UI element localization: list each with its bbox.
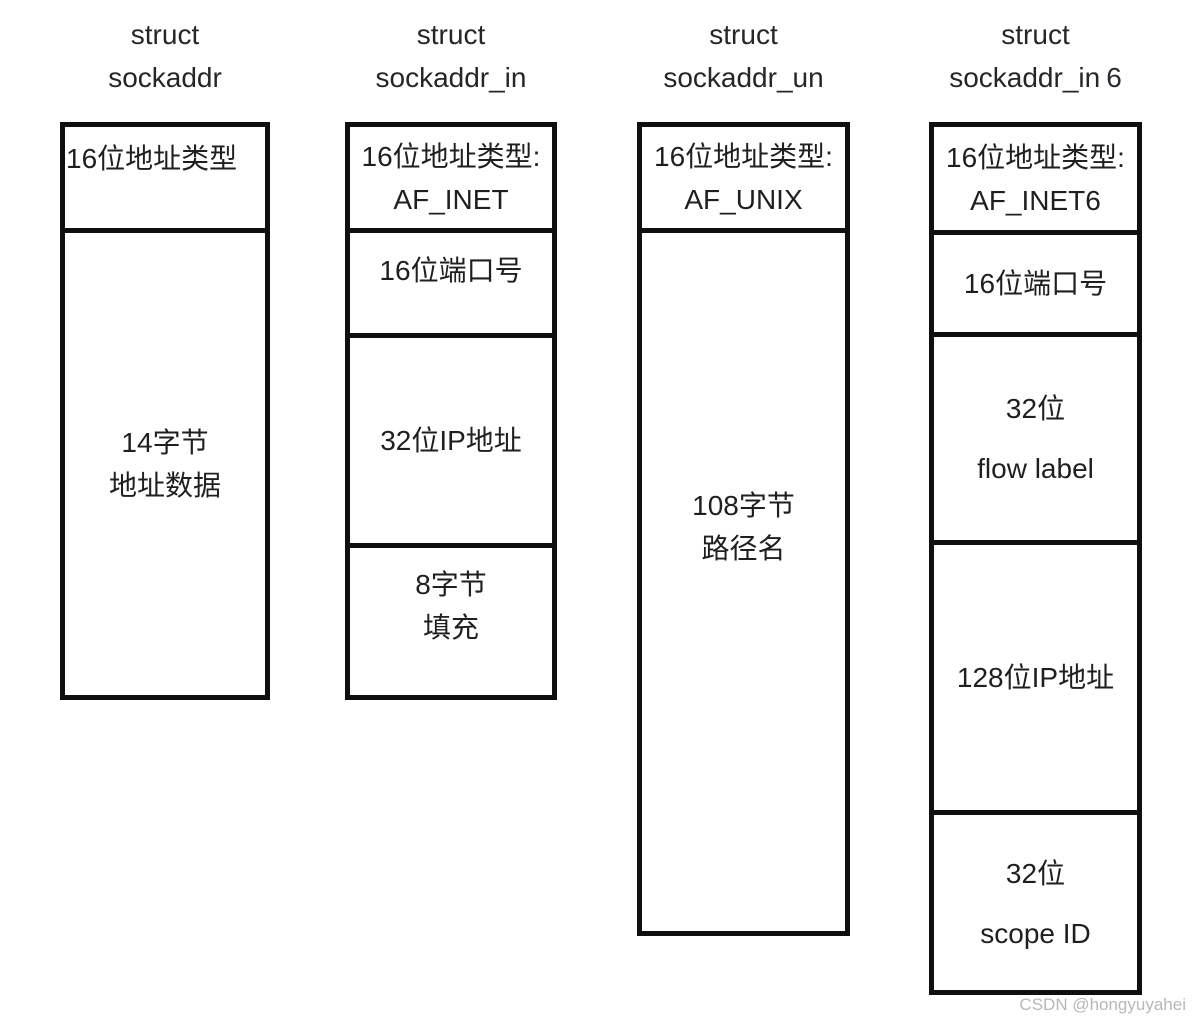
title-line: sockaddr_in bbox=[375, 62, 527, 93]
field-label: 108字节 bbox=[692, 490, 795, 521]
field-label: 16位地址类型: bbox=[361, 140, 541, 172]
struct-box-sockaddr-in: 16位地址类型: AF_INET 16位端口号 32位IP地址 8字节 填充 bbox=[345, 122, 557, 700]
column-title-struct-sockaddr: struct sockaddr bbox=[60, 13, 270, 99]
field-label: 32位IP地址 bbox=[380, 425, 522, 456]
title-line: struct bbox=[416, 19, 486, 50]
field-label: AF_INET bbox=[393, 183, 509, 215]
title-line: sockaddr_un bbox=[663, 62, 824, 93]
field-label: scope ID bbox=[980, 917, 1091, 949]
title-line: struct bbox=[130, 19, 200, 50]
title-line: struct bbox=[709, 19, 778, 50]
field-cell-ip-address: 32位IP地址 bbox=[350, 333, 552, 543]
field-cell-padding: 8字节 填充 bbox=[350, 543, 552, 695]
field-label: 16位端口号 bbox=[379, 254, 523, 286]
field-label: 14字节 bbox=[121, 427, 209, 458]
field-label: 地址数据 bbox=[108, 470, 221, 501]
struct-box-sockaddr-un: 16位地址类型: AF_UNIX 108字节 路径名 bbox=[637, 122, 850, 936]
field-label: 16位端口号 bbox=[963, 268, 1108, 299]
title-line: struct bbox=[1001, 19, 1070, 50]
field-cell-address-family: 16位地址类型 bbox=[65, 127, 265, 228]
field-cell-address-family: 16位地址类型: AF_INET bbox=[350, 127, 552, 228]
field-label: 16位地址类型: bbox=[946, 141, 1125, 173]
csdn-watermark: CSDN @hongyuyahei bbox=[1019, 995, 1186, 1014]
field-label: 32位 bbox=[1005, 392, 1066, 424]
field-label: 路径名 bbox=[701, 533, 786, 564]
field-cell-address-family: 16位地址类型: AF_INET6 bbox=[934, 127, 1137, 230]
field-cell-port: 16位端口号 bbox=[350, 228, 552, 333]
column-title-struct-sockaddr-un: struct sockaddr_un bbox=[637, 13, 850, 99]
field-label: 8字节 bbox=[415, 568, 487, 600]
struct-box-sockaddr: 16位地址类型 14字节 地址数据 bbox=[60, 122, 270, 700]
column-title-struct-sockaddr-in: struct sockaddr_in bbox=[345, 13, 557, 99]
field-label: 16位地址类型: bbox=[654, 140, 833, 172]
field-label: 16位地址类型 bbox=[66, 143, 238, 174]
title-suffix-6: 6 bbox=[1106, 62, 1122, 93]
struct-box-sockaddr-in6: 16位地址类型: AF_INET6 16位端口号 32位 flow label … bbox=[929, 122, 1142, 995]
title-text: sockaddr_in bbox=[949, 62, 1101, 93]
field-cell-pathname: 108字节 路径名 bbox=[642, 228, 845, 931]
field-label: flow label bbox=[977, 452, 1094, 484]
field-label: AF_UNIX bbox=[684, 183, 803, 215]
field-label: 128位IP地址 bbox=[956, 662, 1115, 693]
field-cell-flow-label: 32位 flow label bbox=[934, 332, 1137, 540]
field-cell-address-family: 16位地址类型: AF_UNIX bbox=[642, 127, 845, 228]
field-cell-scope-id: 32位 scope ID bbox=[934, 810, 1137, 992]
field-label: 32位 bbox=[1005, 857, 1066, 889]
field-cell-ip-address: 128位IP地址 bbox=[934, 540, 1137, 810]
title-line: sockaddr bbox=[108, 62, 222, 93]
field-label: 填充 bbox=[422, 611, 479, 643]
field-cell-port: 16位端口号 bbox=[934, 230, 1137, 332]
field-label: AF_INET6 bbox=[970, 184, 1101, 216]
field-cell-address-data: 14字节 地址数据 bbox=[65, 228, 265, 695]
